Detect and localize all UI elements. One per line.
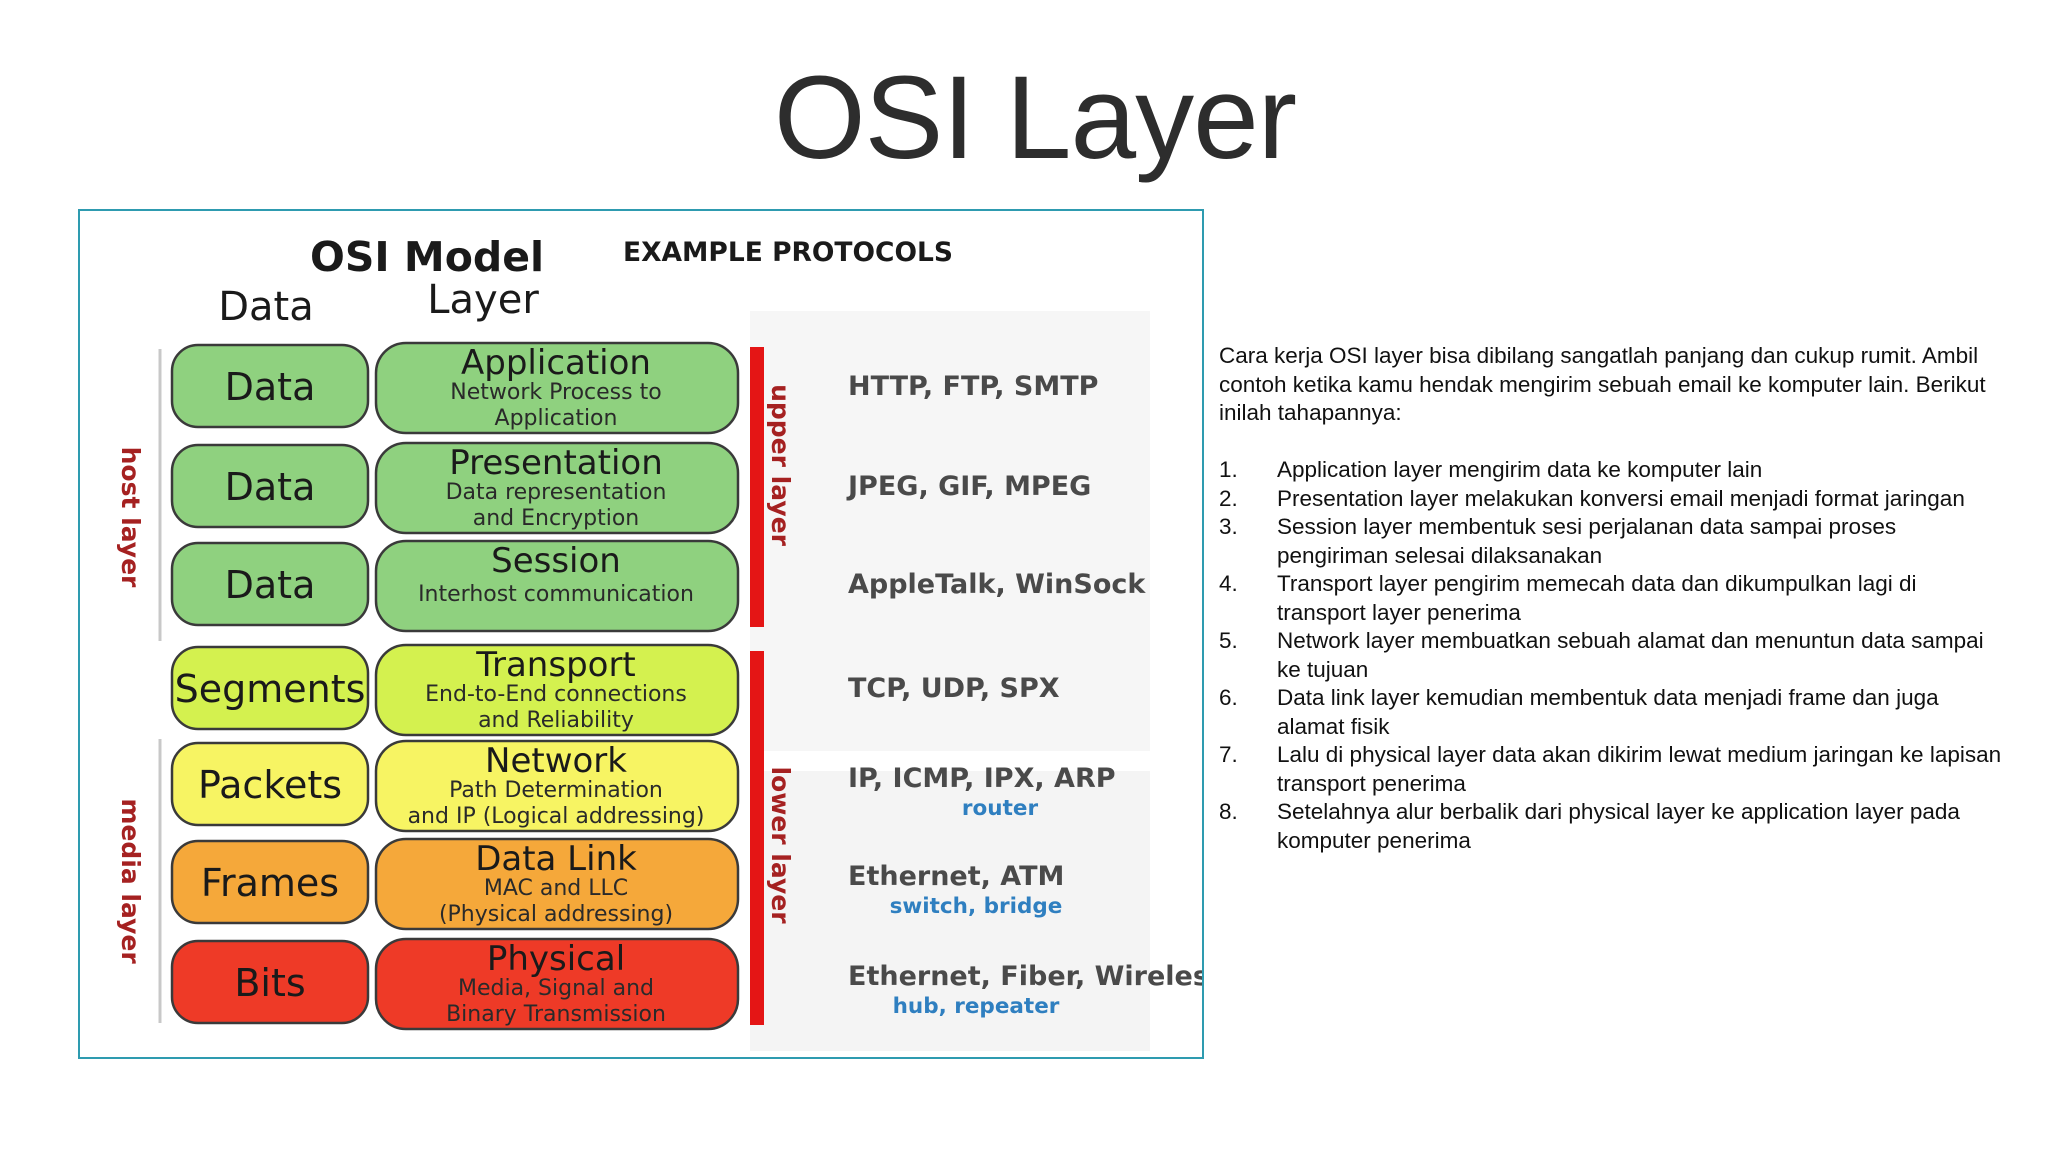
step-text: Network layer membuatkan sebuah alamat d… — [1277, 628, 1984, 682]
protocol-panel-shade — [750, 311, 1150, 751]
lower-layer-bar — [750, 651, 764, 1025]
protocol-list: JPEG, GIF, MPEG — [846, 471, 1091, 502]
data-unit-label: Data — [225, 465, 316, 509]
layer-box — [374, 341, 740, 435]
layer-description: End-to-End connections — [425, 682, 687, 707]
layer-box — [374, 739, 740, 833]
layer-box — [374, 643, 740, 737]
step-text: Data link layer kemudian membentuk data … — [1277, 685, 1939, 739]
layer-description: and Encryption — [473, 506, 640, 531]
example-protocols-heading: EXAMPLE PROTOCOLS — [623, 237, 953, 268]
step-number: 5. — [1219, 628, 1238, 653]
data-unit-box — [170, 645, 370, 731]
step-item: 6. Data link layer kemudian membentuk dat… — [1219, 684, 2009, 741]
data-unit-label: Data — [225, 365, 316, 409]
layer-description: and IP (Logical addressing) — [408, 804, 705, 829]
device-list: router — [962, 796, 1039, 821]
protocol-list: Ethernet, ATM — [848, 861, 1064, 892]
steps-list: 1. Application layer mengirim data ke kom… — [1219, 456, 2009, 855]
protocol-panel-shade-lower — [750, 771, 1150, 1051]
protocol-list: TCP, UDP, SPX — [848, 673, 1060, 704]
layer-name: Transport — [475, 645, 636, 685]
layer-description: and Reliability — [478, 708, 634, 733]
layer-description: MAC and LLC — [484, 876, 628, 901]
data-unit-box — [170, 939, 370, 1025]
description-intro: Cara kerja OSI layer bisa dibilang sanga… — [1219, 343, 1986, 425]
layer-box — [374, 837, 740, 931]
media-layer-label: media layer — [116, 798, 145, 964]
layer-description: Binary Transmission — [446, 1002, 666, 1027]
layer-description: Interhost communication — [418, 582, 694, 607]
osi-model-figure: OSI Model EXAMPLE PROTOCOLS Data Layer h… — [78, 209, 1204, 1059]
layer-description: (Physical addressing) — [439, 902, 673, 927]
device-list: switch, bridge — [890, 894, 1063, 919]
layer-name: Physical — [487, 939, 625, 979]
step-text: Transport layer pengirim memecah data da… — [1277, 571, 1917, 625]
layer-description: Network Process to — [450, 380, 661, 405]
step-text: Presentation layer melakukan konversi em… — [1277, 485, 1965, 511]
step-number: 2. — [1219, 485, 1238, 511]
data-unit-box — [170, 839, 370, 925]
upper-layer-label: upper layer — [766, 384, 795, 546]
protocol-list: Ethernet, Fiber, Wireless — [848, 961, 1202, 992]
step-item: 5. Network layer membuatkan sebuah alamat… — [1219, 627, 2009, 684]
layer-description: Application — [495, 406, 618, 431]
layer-box — [374, 441, 740, 535]
layer-name: Presentation — [449, 443, 663, 483]
layer-name: Session — [491, 541, 621, 581]
protocol-list: AppleTalk, WinSock — [848, 569, 1146, 600]
layer-name: Application — [461, 343, 651, 383]
data-unit-label: Data — [225, 563, 316, 607]
data-unit-label: Packets — [198, 763, 342, 807]
step-item: 7. Lalu di physical layer data akan dikir… — [1219, 741, 2009, 798]
slide-title: OSI Layer — [773, 52, 1297, 184]
step-number: 7. — [1219, 742, 1238, 767]
data-unit-label: Segments — [175, 667, 366, 711]
layer-description: Path Determination — [449, 778, 663, 803]
upper-layer-bar — [750, 347, 764, 627]
data-unit-box — [170, 741, 370, 827]
device-list: hub, repeater — [893, 994, 1060, 1019]
protocol-list: HTTP, FTP, SMTP — [848, 371, 1098, 402]
step-item: 1. Application layer mengirim data ke kom… — [1219, 456, 2009, 485]
protocol-list: IP, ICMP, IPX, ARP — [848, 763, 1116, 794]
lower-layer-label: lower layer — [766, 766, 795, 924]
step-text: Setelahnya alur berbalik dari physical l… — [1277, 799, 1960, 853]
layer-description: Media, Signal and — [458, 976, 654, 1001]
data-unit-box — [170, 443, 370, 529]
step-item: 3. Session layer membentuk sesi perjalana… — [1219, 513, 2009, 570]
step-number: 4. — [1219, 571, 1238, 596]
step-number: 8. — [1219, 799, 1238, 824]
data-unit-label: Bits — [234, 961, 305, 1005]
osi-diagram: OSI Model EXAMPLE PROTOCOLS Data Layer h… — [116, 233, 1202, 1051]
layer-name: Network — [485, 741, 627, 781]
step-item: 2. Presentation layer melakukan konversi … — [1219, 485, 2009, 514]
step-item: 4. Transport layer pengirim memecah data … — [1219, 570, 2009, 627]
layer-description: Data representation — [446, 480, 667, 505]
step-text: Application layer mengirim data ke kompu… — [1277, 457, 1763, 482]
layer-box — [374, 937, 740, 1031]
layer-column-heading: Layer — [427, 277, 539, 323]
step-text: Lalu di physical layer data akan dikirim… — [1277, 742, 2002, 796]
step-number: 1. — [1219, 457, 1238, 482]
step-number: 3. — [1219, 514, 1238, 539]
step-text: Session layer membentuk sesi perjalanan … — [1277, 514, 1897, 568]
step-number: 6. — [1219, 685, 1238, 710]
osi-model-heading: OSI Model — [310, 233, 544, 281]
layer-box — [374, 539, 740, 633]
layer-name: Data Link — [475, 839, 637, 879]
description-panel: Cara kerja OSI layer bisa dibilang sanga… — [1219, 342, 2009, 855]
data-unit-box — [170, 541, 370, 627]
data-column-heading: Data — [218, 284, 314, 330]
data-unit-box — [170, 343, 370, 429]
step-item: 8. Setelahnya alur berbalik dari physical… — [1219, 798, 2009, 855]
host-layer-label: host layer — [116, 447, 145, 588]
data-unit-label: Frames — [201, 861, 339, 905]
